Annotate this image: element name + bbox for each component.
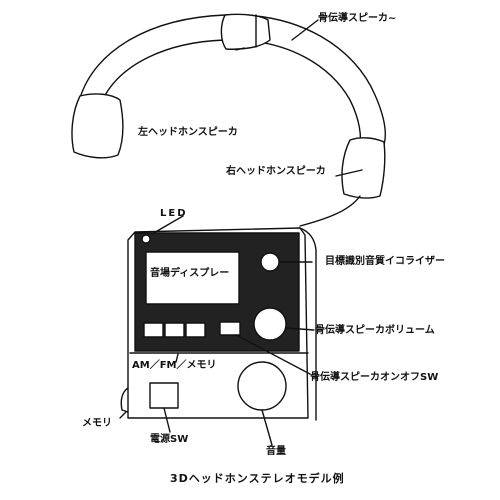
display-window: [145, 251, 240, 305]
headband-outer: [79, 14, 387, 151]
label-equalizer: 目標識別音質イコライザー: [325, 256, 445, 267]
label-memory: メモリ: [82, 418, 112, 429]
band-button-am: [143, 322, 164, 338]
label-volume: 音量: [266, 446, 286, 457]
power-switch: [149, 382, 179, 409]
memory-slot: [120, 387, 129, 413]
volume-knob: [237, 361, 287, 411]
label-bone-switch: 骨伝導スピーカオンオフSW: [310, 372, 439, 383]
bone-switch: [219, 321, 241, 336]
label-led: LED: [160, 208, 188, 219]
left-ear-cup: [71, 93, 124, 159]
headband-inner: [102, 39, 362, 149]
cable: [299, 195, 361, 227]
label-power: 電源SW: [150, 434, 189, 445]
led-light: [141, 234, 151, 244]
label-left-headphone: 左ヘッドホンスピーカ: [138, 127, 238, 138]
bone-volume-knob: [253, 307, 287, 341]
band-button-mem: [185, 322, 206, 338]
label-right-headphone: 右ヘッドホンスピーカ: [226, 166, 326, 177]
label-band: AM／FM／メモリ: [132, 360, 217, 371]
top-speaker-pad: [220, 13, 271, 50]
right-ear-cup: [341, 137, 386, 199]
band-button-fm: [164, 322, 185, 338]
diagram-caption: 3Dヘッドホンステレオモデル例: [170, 472, 345, 485]
equalizer-knob: [260, 252, 280, 272]
label-bone-speaker-top: 骨伝導スピーカ~: [318, 13, 397, 24]
label-bone-volume: 骨伝導スピーカボリューム: [315, 325, 435, 336]
label-display: 音場ディスプレー: [150, 268, 230, 279]
